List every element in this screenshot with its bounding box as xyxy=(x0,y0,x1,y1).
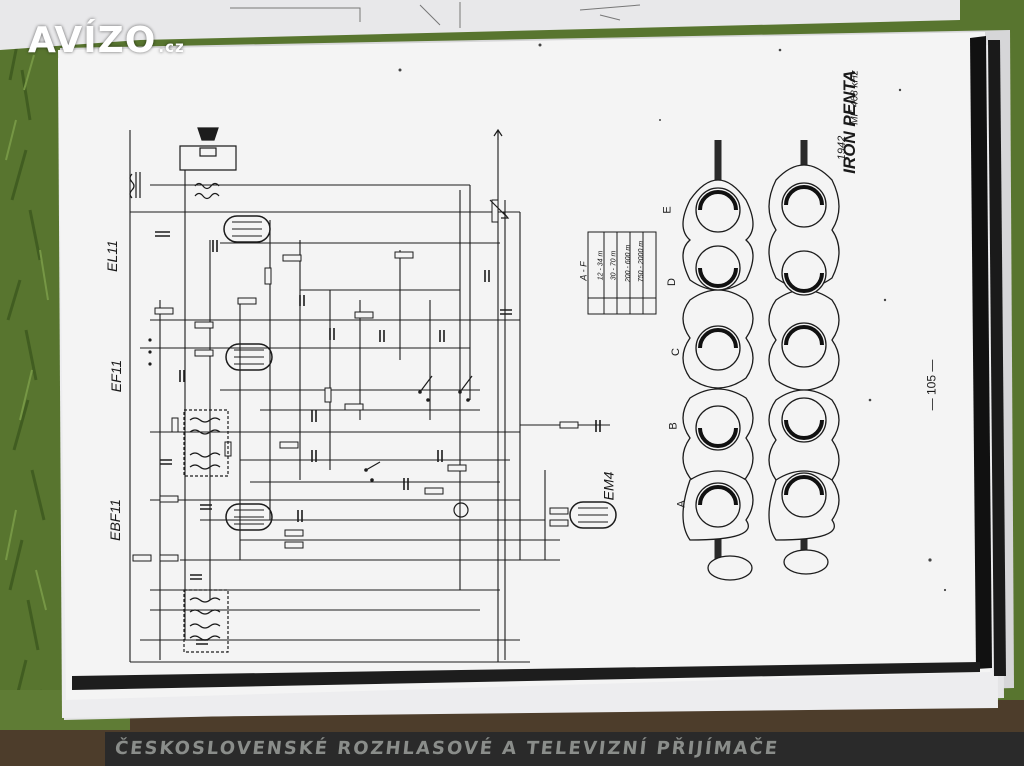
switch-letter-a: A xyxy=(675,500,688,508)
if-transformers xyxy=(129,172,229,653)
back-sheet-sketch xyxy=(230,2,641,28)
tube-label-el11: EL11 xyxy=(103,240,120,272)
page-number: — 105 — xyxy=(924,359,939,411)
switch-letter-c: C xyxy=(669,348,682,356)
switch-letter-d: D xyxy=(665,278,678,286)
page-edge-bottom xyxy=(72,662,980,690)
page-edge-right xyxy=(970,36,992,669)
book-spine-title: ČESKOSLOVENSKÉ ROZHLASOVÉ A TELEVIZNÍ PŘ… xyxy=(113,738,781,759)
tube-label-em4: EM4 xyxy=(600,471,617,501)
switch-wafers xyxy=(682,140,840,581)
tube-ebf11 xyxy=(225,503,273,531)
schematic-year: 1942 xyxy=(836,135,849,161)
book-spine: ČESKOSLOVENSKÉ ROZHLASOVÉ A TELEVIZNÍ PŘ… xyxy=(105,732,1024,766)
grass-texture xyxy=(5,39,52,731)
loudspeaker-symbol xyxy=(179,127,237,171)
tube-el11 xyxy=(223,215,271,243)
band-table-row: 750 - 2000 m xyxy=(638,240,646,283)
tube-ef11 xyxy=(225,343,273,371)
tube-label-ebf11: EBF11 xyxy=(106,499,123,541)
switch-letter-e: E xyxy=(661,206,674,214)
band-table-grid xyxy=(587,231,657,315)
photocopy-speckle xyxy=(398,43,947,592)
band-table-row: 12 - 34 m xyxy=(597,250,605,281)
capacitors xyxy=(155,231,601,645)
back-sheet xyxy=(0,0,960,50)
watermark-suffix: .cz xyxy=(158,38,185,56)
tube-label-ef11: EF11 xyxy=(108,359,125,393)
band-table-row: 30 - 70 m xyxy=(610,250,618,281)
switch-letter-b: B xyxy=(667,422,680,430)
watermark-logo: AVÍZO.cz xyxy=(28,20,185,61)
tube-em4 xyxy=(569,501,617,529)
band-table-row: 200 - 600 m xyxy=(625,244,633,283)
if-frequency-note: MF-468 kHz xyxy=(849,70,861,125)
tuning-capacitor xyxy=(489,128,510,219)
watermark-brand: AVÍZO xyxy=(28,20,157,61)
circuit-wiring xyxy=(129,130,610,663)
band-table-header: A - F xyxy=(578,261,589,281)
